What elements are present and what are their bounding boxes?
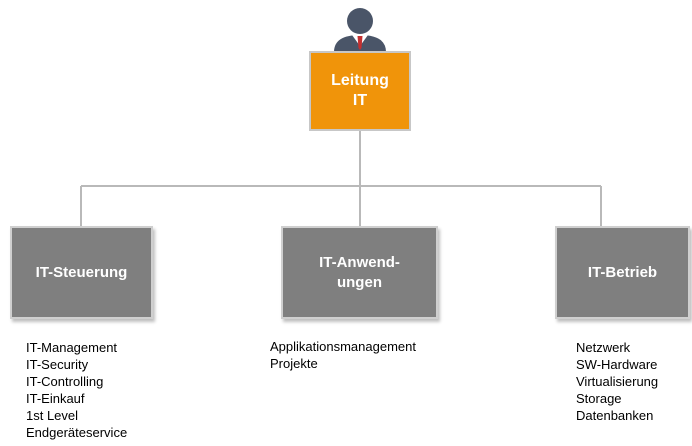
list-item: 1st Level — [26, 408, 79, 423]
org-node-it-steuerung-label: IT-Steuerung — [35, 263, 128, 281]
list-item: IT-Management — [26, 340, 118, 355]
org-node-it-betrieb: IT-Betrieb — [555, 226, 690, 319]
it-steuerung-task-list: IT-Management IT-Security IT-Controlling… — [26, 339, 127, 441]
list-item: IT-Einkauf — [26, 391, 85, 406]
list-item: Datenbanken — [576, 408, 654, 423]
org-node-it-anwendungen: IT-Anwend- ungen — [281, 226, 438, 319]
org-node-it-anwendungen-label: IT-Anwend- ungen — [319, 253, 400, 291]
list-item: Virtualisierung — [576, 374, 659, 389]
list-item: Storage — [576, 391, 622, 406]
org-node-it-betrieb-label: IT-Betrieb — [587, 263, 658, 281]
list-item: IT-Security — [26, 357, 89, 372]
list-item: Projekte — [270, 356, 318, 371]
list-item: Endgeräteservice — [26, 425, 128, 440]
list-item: Netzwerk — [576, 340, 631, 355]
list-item: IT-Controlling — [26, 374, 104, 389]
it-anwendungen-task-list: Applikationsmanagement Projekte — [270, 338, 416, 372]
person-icon — [334, 8, 386, 52]
list-item: SW-Hardware — [576, 357, 658, 372]
org-node-leitung-it: Leitung IT — [309, 51, 411, 131]
org-node-it-steuerung: IT-Steuerung — [10, 226, 153, 319]
org-node-leitung-it-label: Leitung IT — [331, 72, 389, 109]
it-betrieb-task-list: Netzwerk SW-Hardware Virtualisierung Sto… — [576, 339, 658, 424]
list-item: Applikationsmanagement — [270, 339, 416, 354]
